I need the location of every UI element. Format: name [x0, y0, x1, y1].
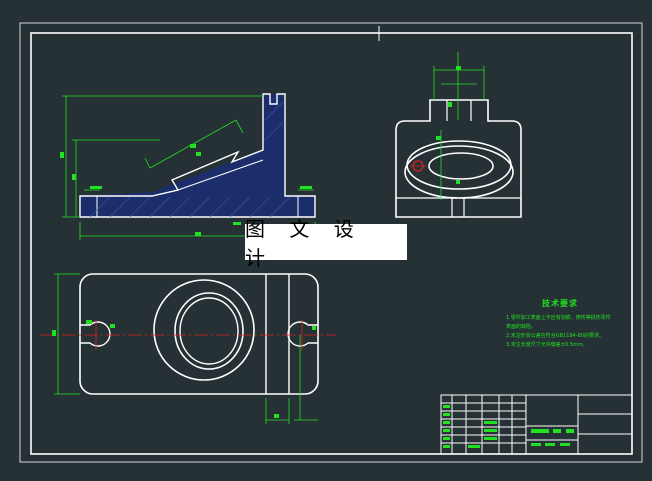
technical-note-item: 1.零件加工表面上不应有划痕、擦伤等损伤零件表面的缺陷。: [506, 315, 611, 330]
boss-hole: [428, 152, 494, 180]
top-outline: [79, 273, 319, 395]
technical-notes-body: 1.零件加工表面上不应有划痕、擦伤等损伤零件表面的缺陷。 2.未注形状公差应符合…: [506, 314, 614, 350]
side-view: [395, 52, 522, 218]
top-dimensions: [54, 273, 318, 424]
slot-cut: [177, 159, 264, 191]
hatch-lines: [89, 101, 291, 218]
section-outline: [79, 93, 316, 218]
technical-note-item: 3.未注长度尺寸允许偏差±0.5mm。: [506, 342, 588, 348]
side-outline: [395, 99, 522, 218]
front-section-view: [60, 93, 316, 240]
top-view: [40, 273, 336, 424]
sheet-inner-border: [30, 32, 633, 455]
watermark-banner: 图 文 设 计: [245, 217, 407, 270]
right-slot: [287, 321, 318, 347]
title-block: [440, 394, 633, 455]
title-block-text: [443, 405, 574, 448]
boss-hole-outer: [174, 292, 244, 370]
left-slot: [80, 321, 111, 347]
boss-outer-top: [153, 279, 255, 381]
section-hatch: [80, 94, 315, 217]
boss-outer: [404, 145, 514, 199]
technical-note-item: 2.未注形状公差应符合GB1184-80的要求。: [506, 333, 604, 339]
front-dim-labels: [60, 144, 312, 236]
sheet-outer-border: [19, 22, 643, 463]
technical-notes: 技术要求 1.零件加工表面上不应有划痕、擦伤等损伤零件表面的缺陷。 2.未注形状…: [506, 298, 614, 350]
boss-hole-inner: [179, 297, 239, 365]
side-dimensions: [433, 52, 485, 200]
boss-top: [406, 140, 512, 190]
technical-notes-title: 技术要求: [542, 299, 578, 308]
